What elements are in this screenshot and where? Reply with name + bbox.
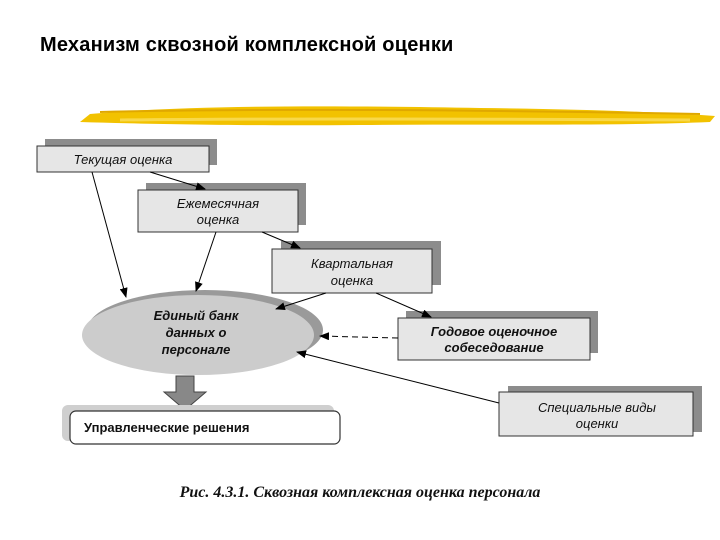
- arrow-quarterly-to-bank: [275, 292, 327, 311]
- arrow-quarterly-to-annual: [375, 292, 432, 318]
- special-assessment-label-2: оценки: [576, 416, 618, 431]
- arrow-annual-to-bank: [319, 332, 399, 341]
- arrow-current-to-bank: [91, 171, 128, 298]
- page-title: Механизм сквозной комплексной оценки: [40, 34, 454, 56]
- arrow-special-to-bank: [296, 350, 500, 404]
- monthly-assessment-label-2: оценка: [197, 212, 239, 227]
- data-bank-label-2: данных о: [166, 325, 227, 340]
- quarterly-assessment-box: Квартальная оценка: [271, 241, 441, 294]
- yellow-brush-stroke: [80, 106, 715, 126]
- monthly-assessment-box: Ежемесячная оценка: [137, 183, 306, 233]
- management-decisions-label: Управленческие решения: [84, 420, 249, 435]
- down-block-arrow: [162, 375, 208, 411]
- special-assessment-box: Специальные виды оценки: [498, 386, 702, 437]
- arrow-monthly-to-quarterly: [261, 231, 301, 249]
- figure-caption: Рис. 4.3.1. Сквозная комплексная оценка …: [179, 484, 541, 501]
- management-decisions-box: Управленческие решения: [62, 405, 341, 445]
- arrow-current-to-monthly: [149, 171, 206, 191]
- annual-interview-label-1: Годовое оценочное: [431, 324, 557, 339]
- current-assessment-label: Текущая оценка: [74, 152, 173, 167]
- data-bank-label-1: Единый банк: [154, 308, 240, 323]
- quarterly-assessment-label-2: оценка: [331, 273, 373, 288]
- annual-interview-box: Годовое оценочное собеседование: [397, 311, 598, 361]
- data-bank-label-3: персонале: [162, 342, 231, 357]
- personnel-data-bank: Единый банк данных о персонале: [82, 290, 323, 375]
- arrow-monthly-to-bank: [195, 231, 217, 292]
- quarterly-assessment-label-1: Квартальная: [311, 256, 393, 271]
- monthly-assessment-label-1: Ежемесячная: [177, 196, 259, 211]
- special-assessment-label-1: Специальные виды: [538, 400, 656, 415]
- annual-interview-label-2: собеседование: [444, 340, 543, 355]
- current-assessment-box: Текущая оценка: [36, 139, 217, 173]
